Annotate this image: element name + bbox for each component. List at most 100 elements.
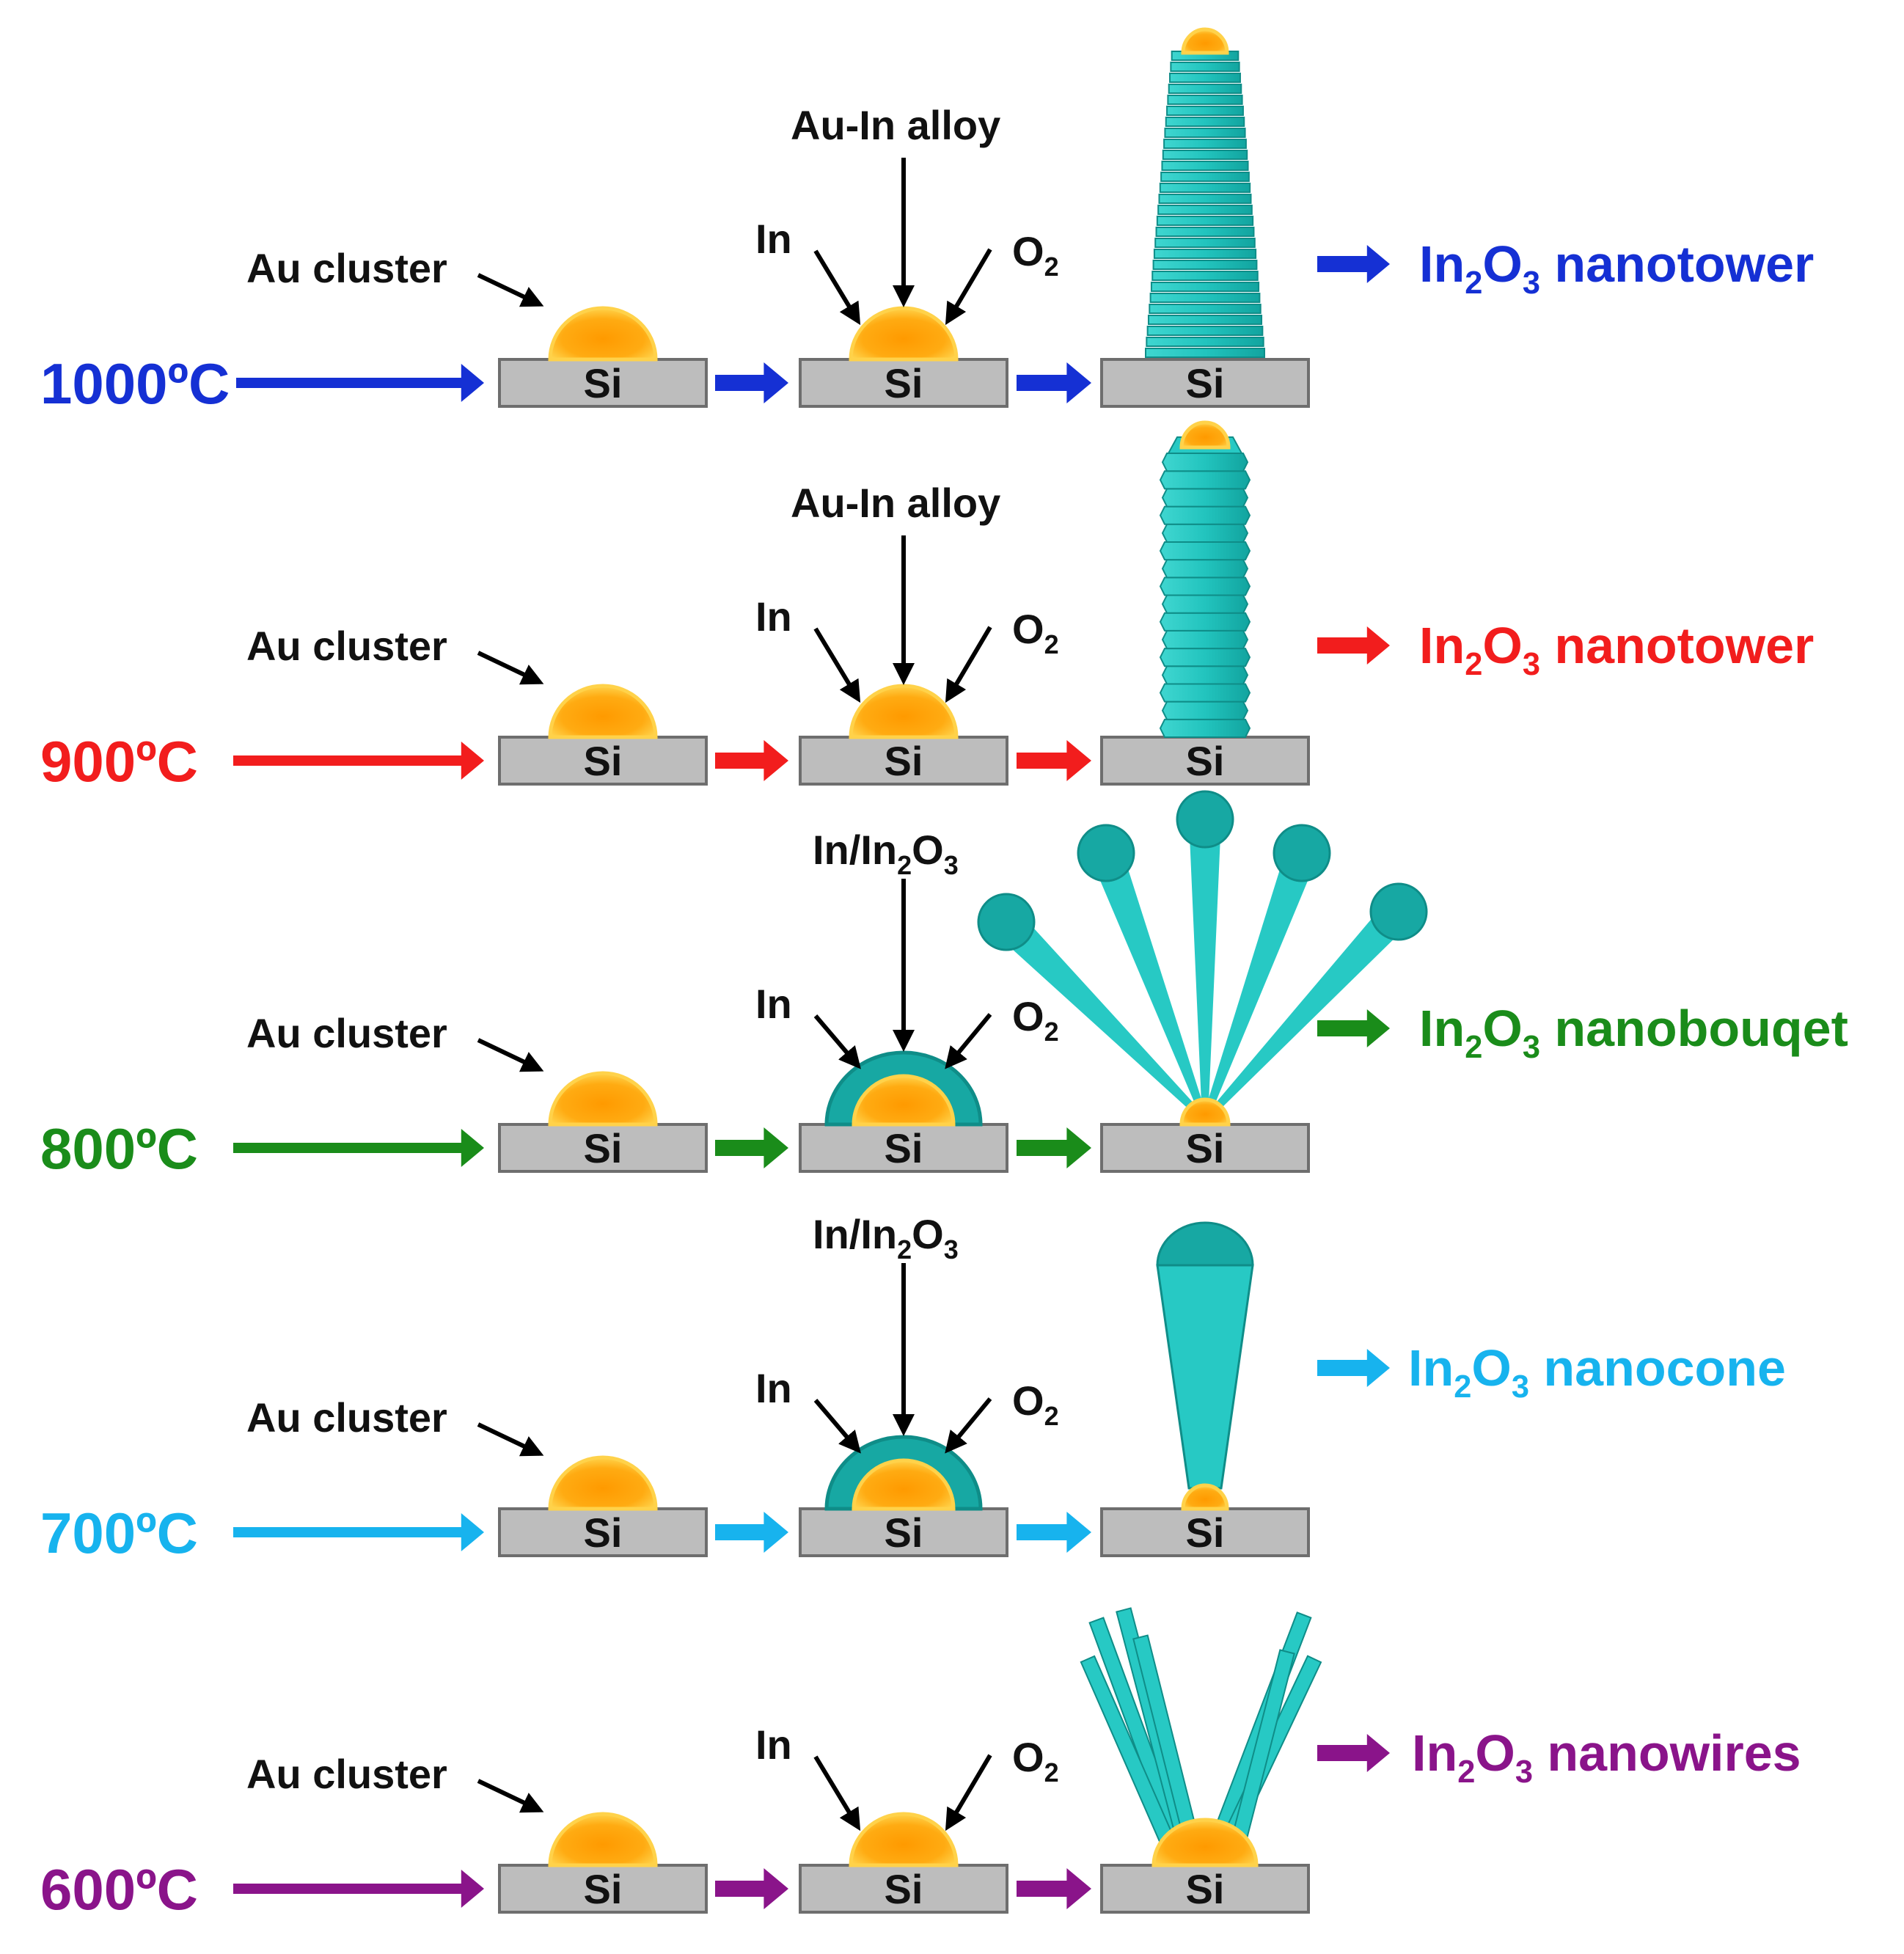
au-cluster-pointer [477,1779,544,1813]
substrate-1: Si [498,1864,708,1914]
in-label: In [755,981,792,1027]
bouquet-stem [1091,847,1208,1121]
source-label: Au-In alloy [791,480,1000,526]
tower-layer [1146,326,1264,336]
substrate-1: Si [498,1123,708,1173]
alloy-droplet [849,1812,959,1867]
o2-pointer [945,1013,992,1069]
alloy-droplet [852,1458,956,1511]
substrate-block [498,1507,708,1557]
au-cluster-pointer [477,651,544,685]
product-stacked-tower [1145,27,1265,358]
input-arrow [233,1129,484,1167]
bouquet-stem [1203,901,1411,1122]
substrate-block [799,1864,1008,1914]
alloy-droplet [849,684,959,739]
tower-facet [1159,505,1251,525]
o2-pointer [945,248,992,326]
in-pointer [813,1755,861,1832]
wires-base-droplet [1151,1818,1259,1867]
in-pointer [813,1014,861,1069]
bouquet-stem [1189,819,1221,1120]
tower-layer [1159,183,1251,193]
au-cluster-pointer [477,273,544,307]
o2-label: O2 [1012,993,1059,1047]
tower-layer [1160,172,1250,182]
tower-facet [1159,718,1251,738]
tower-cap-droplet [1179,420,1231,450]
au-cluster-droplet [548,1812,658,1867]
o2-pointer [945,1754,992,1832]
stage-arrow [1017,1127,1091,1168]
substrate-3: Si [1100,1507,1310,1557]
tower-facet [1161,629,1249,650]
bouquet-head [1273,824,1331,882]
substrate-label: Si [584,1510,623,1556]
temperature-label: 800ºC [40,1116,198,1181]
substrate-label: Si [885,1510,923,1556]
temperature-label: 1000ºC [40,351,230,416]
substrate-label: Si [584,1125,623,1171]
tower-facet [1159,541,1251,561]
tower-layer [1169,73,1241,83]
substrate-2: Si [799,736,1008,786]
product-cone [1156,1221,1254,1511]
au-cluster-droplet [548,684,658,739]
tower-layer [1145,348,1265,358]
tower-facet [1161,665,1249,685]
tower-layer [1153,249,1257,259]
cone-base-droplet [1181,1483,1229,1511]
input-arrow [233,1870,484,1908]
au-cluster-pointer [477,1422,544,1457]
result-arrow [1317,245,1390,283]
bouquet-head [1176,790,1234,849]
in-label: In [755,593,792,640]
tower-layer [1164,128,1246,138]
substrate-label: Si [584,1866,623,1912]
substrate-block [799,1507,1008,1557]
stage-arrow [1017,362,1091,403]
tower-layer [1149,293,1261,303]
product-faceted-tower [1159,420,1251,738]
tower-layer [1157,205,1253,215]
cone-cap [1156,1221,1254,1267]
tower-facet [1161,594,1249,614]
o2-label: O2 [1012,1734,1059,1787]
tower-facet [1159,612,1251,632]
au-cluster-label: Au cluster [246,623,447,669]
product-name: In2O3 nanotower [1419,235,1814,301]
product-bouquet [977,790,1428,1127]
au-cluster-label: Au cluster [246,1010,447,1056]
tower-facet [1161,453,1249,472]
stage-arrow [715,362,788,403]
tower-layer [1149,304,1262,314]
tower-layer [1158,194,1252,204]
tower-layer [1147,315,1263,325]
o2-label: O2 [1012,228,1059,282]
o2-label: O2 [1012,606,1059,659]
product-wires [1080,1607,1322,1867]
stage-arrow [1017,1868,1091,1909]
tower-layer [1161,161,1249,171]
substrate-3: Si [1100,736,1310,786]
tower-layer [1163,139,1247,149]
substrate-label: Si [1186,1125,1225,1171]
o2-pointer [945,1397,992,1454]
substrate-label: Si [885,360,923,406]
substrate-3: Si [1100,1864,1310,1914]
stage-arrow [715,1127,788,1168]
tower-facet [1159,648,1251,667]
stage-arrow [1017,740,1091,781]
nanowire [1230,1649,1295,1846]
tower-layer [1150,282,1260,292]
tower-facet [1161,523,1249,543]
substrate-2: Si [799,358,1008,408]
tower-facet [1161,488,1249,508]
substrate-block [1100,1123,1310,1173]
